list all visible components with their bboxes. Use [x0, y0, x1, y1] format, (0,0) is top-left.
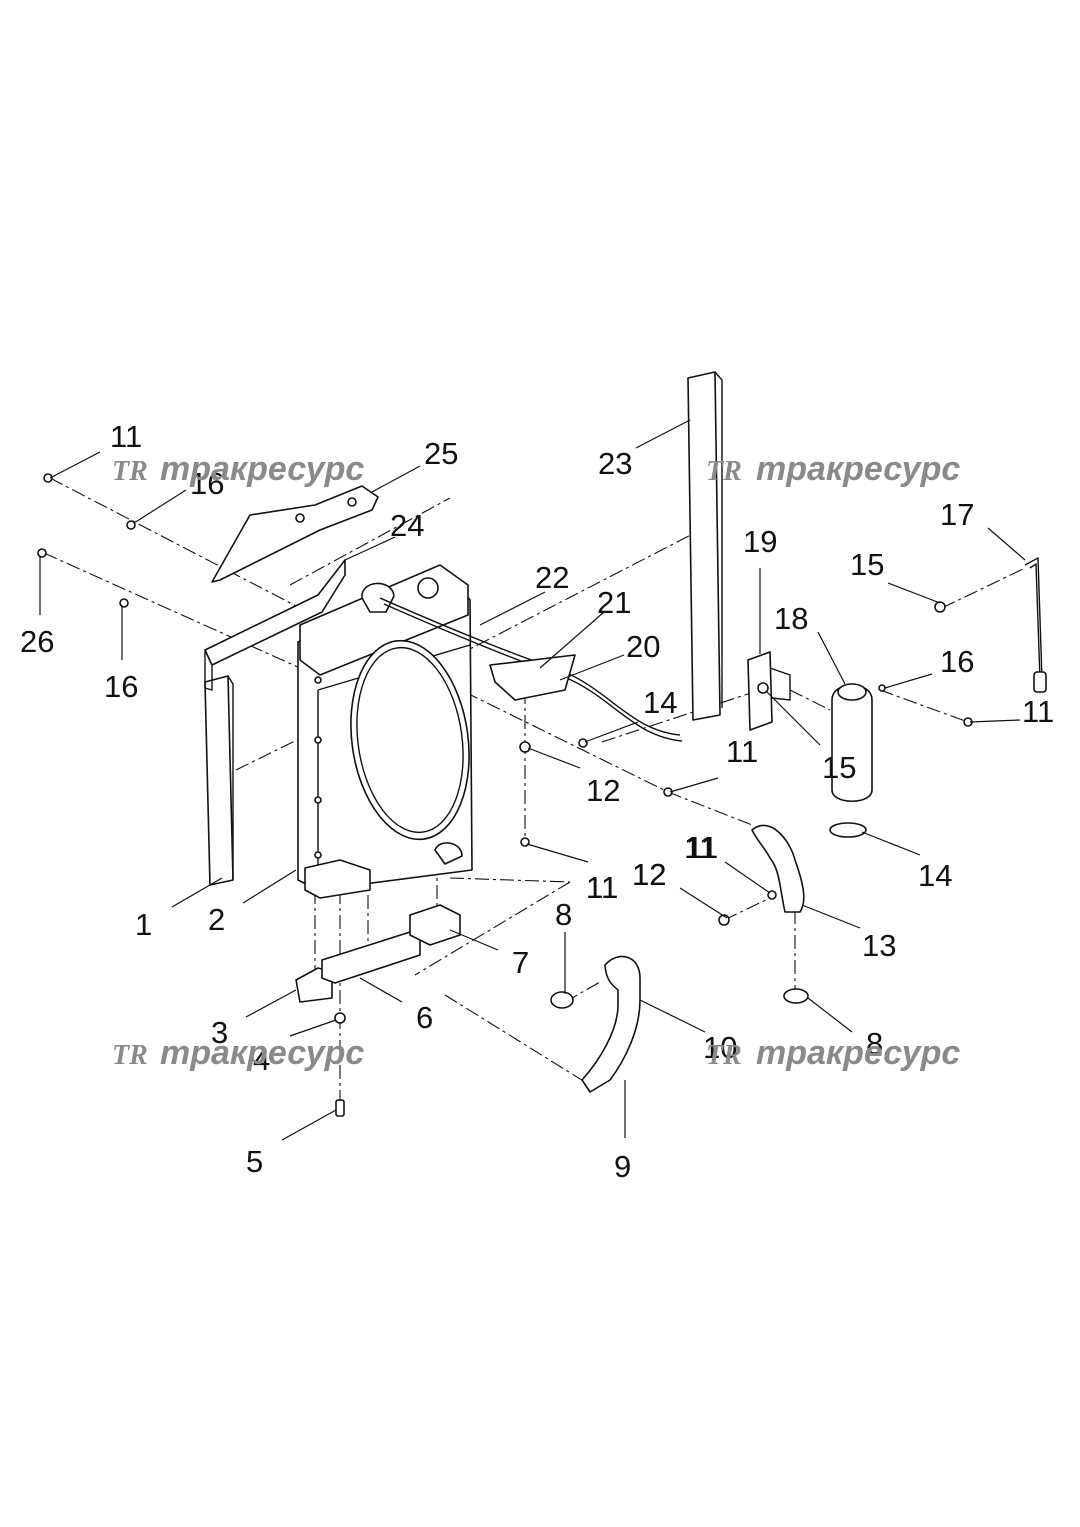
- mount-bracket: [489, 654, 576, 701]
- callout-18: 18: [774, 601, 808, 636]
- assembly-lines: [43, 477, 1026, 1108]
- callout-14: 14: [918, 858, 952, 893]
- callout-16: 16: [940, 644, 974, 679]
- watermark: TR тракресурс: [112, 1034, 364, 1072]
- leader-lines: [39, 419, 1026, 1141]
- callout-20: 20: [626, 629, 660, 664]
- callout-8: 8: [866, 1026, 883, 1061]
- watermark-logo: TR: [112, 1040, 148, 1071]
- fan-shroud-ring: [350, 639, 470, 841]
- watermark: TR тракресурс: [112, 450, 364, 488]
- foam-strip-vertical: [687, 371, 721, 721]
- callout-8: 8: [555, 897, 572, 932]
- callout-3: 3: [211, 1015, 228, 1050]
- callout-26: 26: [20, 624, 54, 659]
- watermark-logo: TR: [706, 456, 742, 487]
- callout-21: 21: [597, 585, 631, 620]
- callout-4: 4: [253, 1042, 270, 1077]
- callout-10: 10: [703, 1030, 737, 1065]
- lower-hose: [581, 955, 641, 1093]
- callout-15: 15: [822, 750, 856, 785]
- callout-11: 11: [1022, 694, 1054, 729]
- callout-12: 12: [632, 857, 666, 892]
- upper-hose: [751, 824, 805, 913]
- callout-2: 2: [208, 902, 225, 937]
- callout-5: 5: [246, 1144, 263, 1179]
- callout-23: 23: [598, 446, 632, 481]
- callout-11: 11: [686, 830, 718, 865]
- hose-clamp-right: [829, 822, 867, 838]
- watermark-logo: TR: [706, 1040, 742, 1071]
- callout-12: 12: [632, 857, 666, 892]
- upper-bracket: [211, 485, 379, 583]
- watermark: TR тракресурс: [706, 450, 960, 488]
- callout-11: 11: [684, 830, 716, 865]
- watermark-text: тракресурс: [756, 1034, 960, 1072]
- callout-1: 1: [135, 907, 152, 942]
- foam-strip-left: [204, 675, 234, 886]
- watermark-text: тракресурс: [160, 450, 364, 488]
- callout-15: 15: [850, 547, 884, 582]
- callout-19: 19: [743, 524, 777, 559]
- callout-11: 11: [586, 870, 618, 905]
- callout-25: 25: [424, 436, 458, 471]
- hose-clamp-left: [550, 991, 574, 1009]
- callout-14: 14: [643, 685, 677, 720]
- overflow-pipe: [1024, 556, 1043, 681]
- part-shapes: [37, 371, 1047, 1117]
- callout-13: 13: [862, 928, 896, 963]
- callout-22: 22: [535, 560, 569, 595]
- callout-9: 9: [614, 1149, 631, 1184]
- callout-11: 11: [110, 419, 142, 454]
- watermark: TR тракресурс: [706, 1034, 960, 1072]
- watermark-text: тракресурс: [756, 450, 960, 488]
- callout-12: 12: [586, 773, 620, 808]
- callout-17: 17: [940, 497, 974, 532]
- callout-7: 7: [512, 945, 529, 980]
- callout-labels: 11 16 25 24 26 16 1 2 3 4 5 6 7 8 9 10 1…: [20, 419, 1054, 1184]
- callout-11: 11: [586, 870, 618, 905]
- watermark-text: тракресурс: [160, 1034, 364, 1072]
- hose-clamp-lower: [783, 988, 809, 1004]
- callout-6: 6: [416, 1000, 433, 1035]
- foam-pad-6: [321, 931, 421, 984]
- callout-24: 24: [390, 508, 424, 543]
- callout-16: 16: [190, 466, 224, 501]
- callout-11: 11: [726, 734, 758, 769]
- watermark-logo: TR: [112, 456, 148, 487]
- callout-16: 16: [104, 669, 138, 704]
- foam-pad-7: [409, 904, 461, 946]
